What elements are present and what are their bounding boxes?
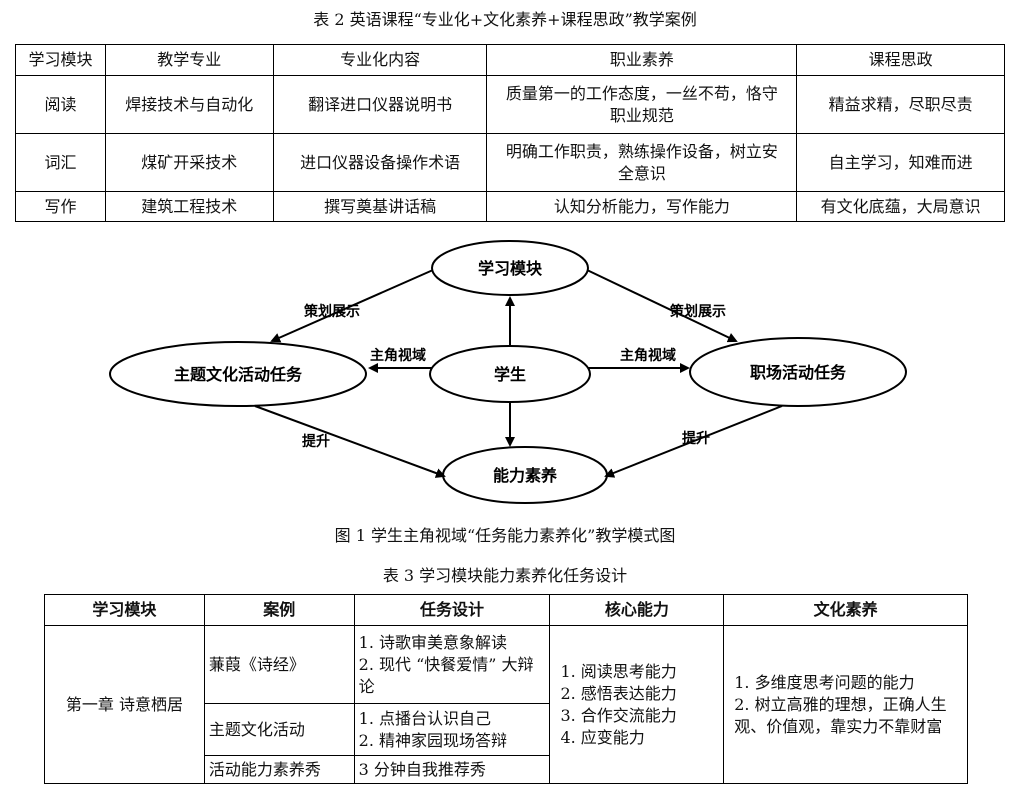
- table2-header-row: 学习模块 教学专业 专业化内容 职业素养 课程思政: [15, 44, 1005, 76]
- table2-cell: 煤矿开采技术: [104, 133, 274, 192]
- node-label: 学生: [494, 365, 526, 384]
- table2-cell: 焊接技术与自动化: [104, 75, 274, 134]
- table3-task-cell: 1. 点播台认识自己 2. 精神家园现场答辩: [353, 703, 551, 756]
- ability-line: 1. 阅读思考能力: [560, 661, 677, 681]
- ability-line: 3. 合作交流能力: [560, 705, 677, 725]
- table3-header: 案例: [203, 594, 355, 626]
- table3-header-row: 学习模块 案例 任务设计 核心能力 文化素养: [44, 594, 968, 626]
- node-label: 学习模块: [478, 259, 543, 278]
- task-line: 1. 点播台认识自己: [358, 708, 492, 728]
- node-theme-culture-task: [109, 341, 367, 407]
- table-row: 写作 建筑工程技术 撰写奠基讲话稿 认知分析能力，写作能力 有文化底蕴，大局意识: [15, 191, 1005, 222]
- table2-cell: 阅读: [15, 75, 106, 134]
- table2-header: 专业化内容: [272, 44, 488, 76]
- node-workplace-task: [689, 337, 907, 407]
- task-line: 2. 精神家园现场答辩: [358, 730, 508, 750]
- edge-label: 主角视域: [370, 347, 426, 364]
- culture-line: 1. 多维度思考问题的能力: [734, 672, 915, 692]
- table3-header: 核心能力: [549, 594, 725, 626]
- table2-cell: 进口仪器设备操作术语: [272, 133, 488, 192]
- edge-label: 提升: [682, 430, 710, 447]
- table3-task-cell: 3 分钟自我推荐秀: [353, 755, 551, 784]
- table2-cell: 明确工作职责，熟练操作设备，树立安全意识: [486, 133, 798, 192]
- table3-header: 文化素养: [723, 594, 968, 626]
- edge-top-to-right: [586, 269, 738, 343]
- edge-label: 策划展示: [669, 303, 726, 320]
- table3-header: 任务设计: [353, 594, 551, 626]
- table2-cell: 建筑工程技术: [104, 191, 274, 222]
- table3: 学习模块 案例 任务设计 核心能力 文化素养 第一章 诗意栖居 蒹葭《诗经》 1…: [44, 594, 968, 784]
- node-label: 职场活动任务: [750, 363, 847, 382]
- table3-case-cell: 活动能力素养秀: [203, 755, 355, 784]
- table3-culture-cell: 1. 多维度思考问题的能力 2. 树立高雅的理想，正确人生观、价值观，靠实力不靠…: [723, 625, 968, 784]
- task-line: 2. 现代 “快餐爱情” 大辩论: [358, 654, 534, 696]
- table3-core-ability-cell: 1. 阅读思考能力 2. 感悟表达能力 3. 合作交流能力 4. 应变能力: [549, 625, 725, 784]
- figure1-caption: 图 1 学生主角视域“任务能力素养化”教学模式图: [334, 526, 676, 545]
- node-label: 主题文化活动任务: [174, 365, 303, 384]
- table3-header: 学习模块: [44, 594, 205, 626]
- table-row: 活动能力素养秀 3 分钟自我推荐秀: [45, 755, 968, 784]
- table2-cell: 有文化底蕴，大局意识: [796, 191, 1005, 222]
- table-row: 第一章 诗意栖居 蒹葭《诗经》 1. 诗歌审美意象解读 2. 现代 “快餐爱情”…: [44, 625, 968, 784]
- table3-case-cell: 主题文化活动: [203, 703, 355, 756]
- table2-cell: 精益求精，尽职尽责: [796, 75, 1005, 134]
- table2-caption: 表 2 英语课程“专业化+文化素养+课程思政”教学案例: [313, 10, 697, 29]
- edge-label: 提升: [302, 433, 330, 450]
- table2-header: 职业素养: [486, 44, 798, 76]
- edge-right-to-bottom: [604, 405, 783, 478]
- edge-top-to-left: [270, 269, 434, 343]
- table-row: 词汇 煤矿开采技术 进口仪器设备操作术语 明确工作职责，熟练操作设备，树立安全意…: [15, 133, 1005, 192]
- edge-left-to-bottom: [254, 405, 446, 478]
- table2-cell: 质量第一的工作态度，一丝不苟，恪守职业规范: [486, 75, 798, 134]
- table3-caption: 表 3 学习模块能力素养化任务设计: [382, 566, 628, 585]
- culture-line: 2. 树立高雅的理想，正确人生观、价值观，靠实力不靠财富: [734, 694, 947, 736]
- edge-label: 主角视域: [620, 347, 676, 364]
- ability-line: 2. 感悟表达能力: [560, 683, 677, 703]
- table2-cell: 词汇: [15, 133, 106, 192]
- table2-cell: 写作: [15, 191, 106, 222]
- table3-case-cell: 蒹葭《诗经》: [203, 625, 355, 704]
- table2-cell: 撰写奠基讲话稿: [272, 191, 488, 222]
- node-learning-module: [431, 240, 589, 296]
- task-line: 1. 诗歌审美意象解读: [358, 632, 508, 652]
- table2: 学习模块 教学专业 专业化内容 职业素养 课程思政 阅读 焊接技术与自动化 翻译…: [15, 44, 1005, 222]
- edge-label: 策划展示: [303, 303, 360, 320]
- table2-header: 教学专业: [104, 44, 274, 76]
- table3-task-cell: 1. 诗歌审美意象解读 2. 现代 “快餐爱情” 大辩论: [353, 625, 551, 704]
- table2-header: 学习模块: [15, 44, 106, 76]
- ability-line: 4. 应变能力: [560, 727, 645, 747]
- table2-cell: 翻译进口仪器说明书: [272, 75, 488, 134]
- table2-cell: 自主学习，知难而进: [796, 133, 1005, 192]
- table3-module-cell: 第一章 诗意栖居: [44, 625, 205, 784]
- node-label: 能力素养: [493, 466, 558, 485]
- table2-cell: 认知分析能力，写作能力: [486, 191, 798, 222]
- table-row: 阅读 焊接技术与自动化 翻译进口仪器说明书 质量第一的工作态度，一丝不苟，恪守职…: [15, 75, 1005, 134]
- table2-header: 课程思政: [796, 44, 1005, 76]
- teaching-model-diagram: 学习模块 主题文化活动任务 学生 职场活动任务 能力素养 策划展示 策划展示 主…: [109, 240, 907, 504]
